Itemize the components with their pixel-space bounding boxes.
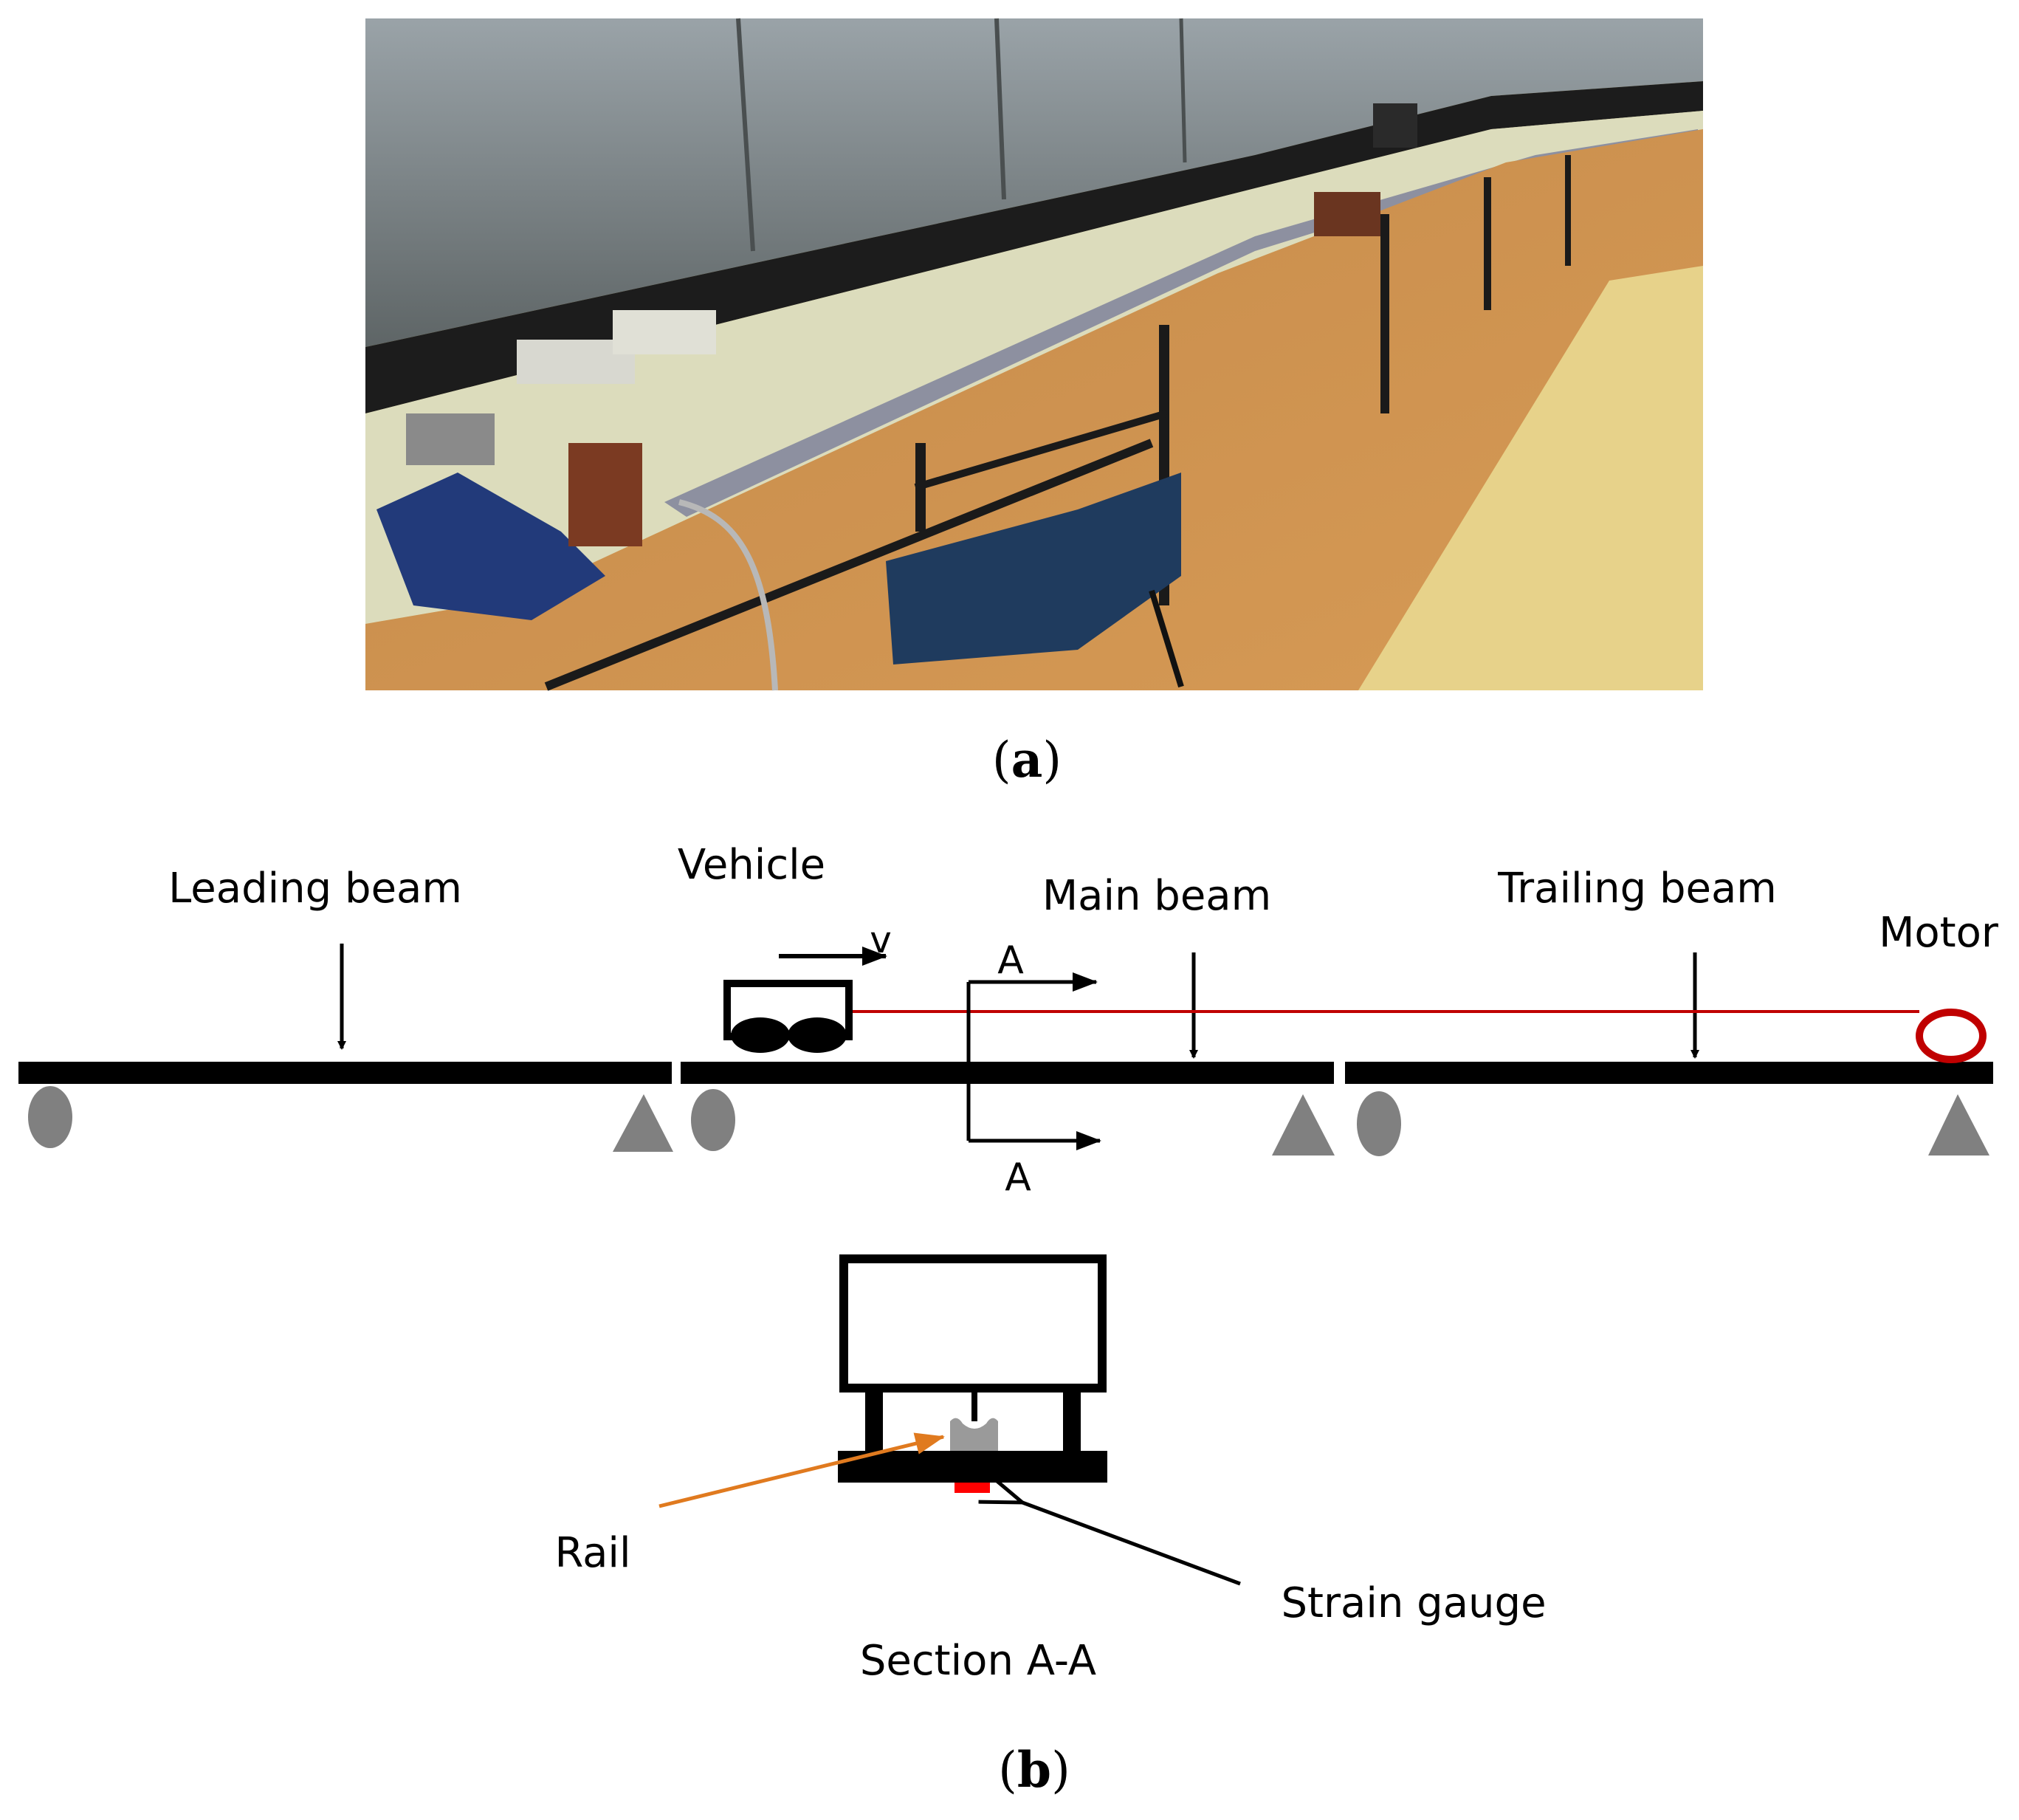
photo-bench-back	[365, 81, 1703, 413]
photo-rail	[664, 129, 1698, 517]
label-strain-gauge: Strain gauge	[1281, 1579, 1546, 1627]
section-wheel-right	[1063, 1390, 1081, 1451]
photo-jack	[376, 473, 605, 620]
roller-support-3	[1357, 1091, 1401, 1156]
vehicle-wheel-right	[788, 1017, 847, 1053]
photo-floor	[365, 129, 1703, 690]
label-section-title: Section A-A	[860, 1637, 1096, 1685]
leading-beam	[18, 1062, 672, 1084]
section-detail: Rail Strain gauge Section A-A	[554, 1254, 1547, 1685]
caption-a: (a)	[992, 731, 1062, 789]
pin-support-2	[1272, 1094, 1335, 1155]
photo-windows	[365, 18, 1703, 347]
beam-schematic: Leading beam Vehicle v Main beam Trailin…	[18, 841, 1999, 1200]
vehicle-wheel-left	[731, 1017, 790, 1053]
label-velocity: v	[870, 918, 892, 961]
trailing-beam	[1345, 1062, 1993, 1084]
label-section-top: A	[997, 938, 1024, 983]
caption-b: (b)	[998, 1741, 1070, 1799]
roller-support-2	[691, 1089, 735, 1151]
label-section-bottom: A	[1005, 1155, 1031, 1200]
label-leading-beam: Leading beam	[168, 865, 462, 913]
label-vehicle: Vehicle	[678, 841, 825, 889]
section-beam	[838, 1451, 1107, 1483]
photo-floor-strip	[1358, 266, 1703, 690]
label-rail: Rail	[554, 1529, 630, 1577]
section-vehicle-box	[839, 1254, 1107, 1393]
strain-gauge-pointer	[1022, 1503, 1241, 1586]
section-wheel-left	[865, 1390, 883, 1451]
motor-pulley	[1916, 1009, 1987, 1063]
label-main-beam: Main beam	[1042, 872, 1271, 920]
main-beam	[681, 1062, 1334, 1084]
roller-support-1	[28, 1086, 72, 1148]
label-motor: Motor	[1879, 909, 1999, 957]
vehicle-body	[723, 980, 853, 1040]
pin-support-3	[1928, 1094, 1989, 1155]
strain-gauge	[955, 1483, 990, 1493]
rail-pointer	[658, 1432, 945, 1508]
photo-chair	[886, 473, 1181, 665]
lab-photo	[365, 18, 1703, 691]
pin-support-1	[613, 1094, 673, 1152]
label-trailing-beam: Trailing beam	[1497, 865, 1777, 913]
photo-block	[568, 443, 642, 546]
section-rail	[950, 1418, 998, 1451]
